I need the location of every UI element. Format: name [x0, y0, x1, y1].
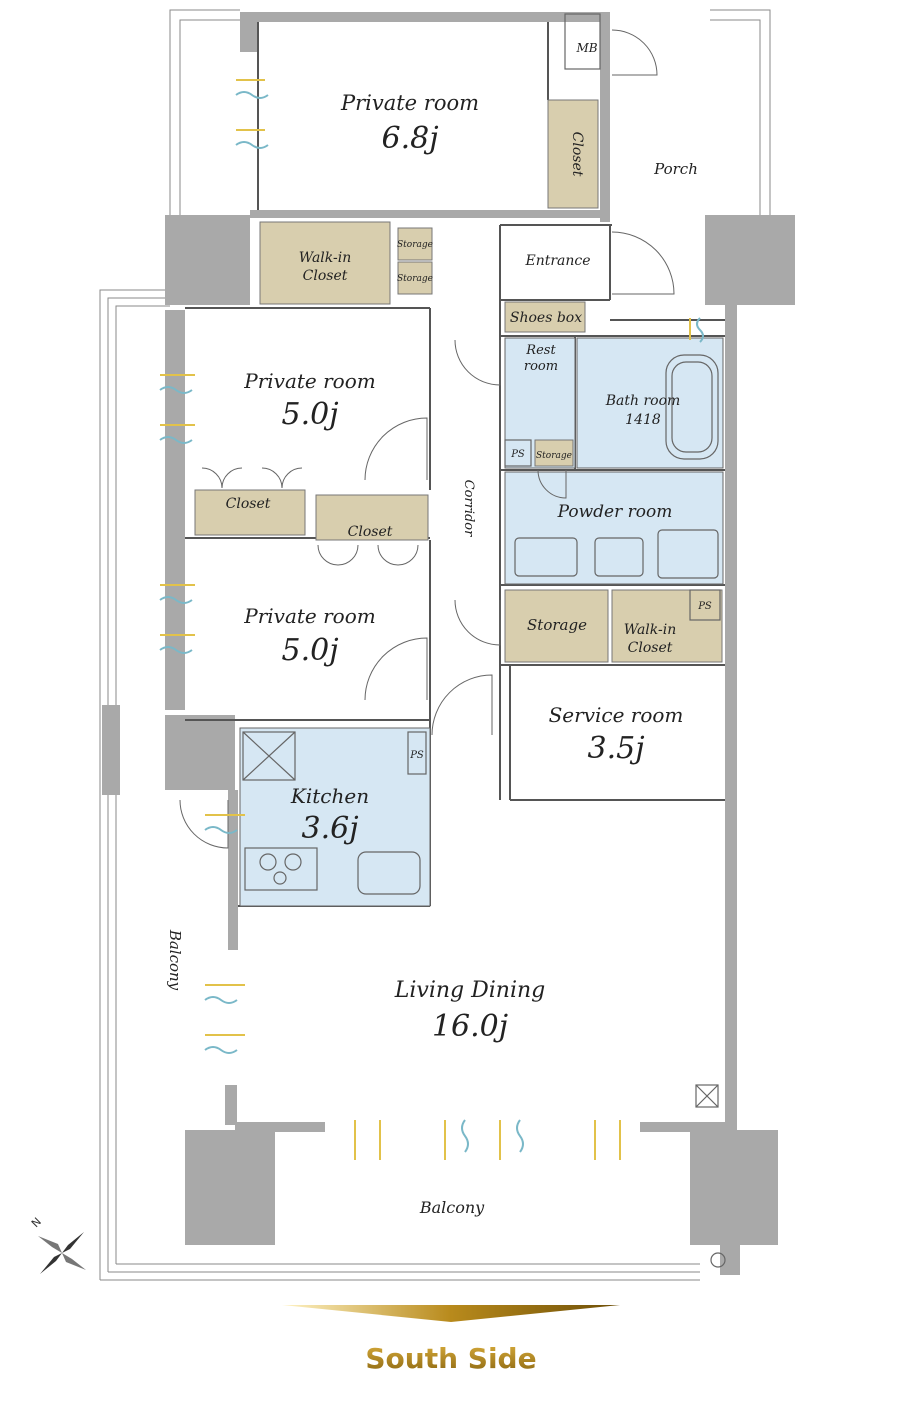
ps-3-label: PS: [409, 750, 424, 761]
walkin-closet-2-line1: Walk-in: [624, 622, 676, 638]
south-side-label: South Side: [365, 1342, 536, 1375]
walkin-closet-1-line2: Closet: [303, 268, 348, 284]
doors: [179, 29, 675, 849]
powder-room-label: Powder room: [557, 502, 673, 522]
service-room-label: Service room: [549, 703, 684, 727]
corridor-label: Corridor: [461, 480, 476, 538]
shoes-box-label: Shoes box: [510, 310, 582, 326]
storage-small-2-label: Storage: [397, 274, 433, 284]
bath-room-line2: 1418: [625, 412, 661, 428]
compass-icon: N: [29, 1215, 86, 1274]
fixtures: [242, 13, 726, 1268]
ps-2-label: PS: [697, 601, 712, 612]
private-room-top-size: 6.8j: [381, 121, 438, 156]
balcony-south-label: Balcony: [419, 1198, 485, 1217]
storage-areas: [194, 99, 723, 663]
rest-room-line2: room: [524, 359, 558, 374]
bath-room-line1: Bath room: [605, 393, 681, 409]
closet-mid-label: Closet: [348, 524, 393, 540]
entrance-label: Entrance: [524, 253, 590, 269]
walkin-closet-1-line1: Walk-in: [299, 250, 351, 266]
private-room-2-label: Private room: [243, 369, 375, 393]
storage-small-1-label: Storage: [397, 240, 433, 250]
airflow-icon: [159, 79, 704, 1160]
service-room-size: 3.5j: [587, 731, 644, 766]
porch-label: Porch: [653, 160, 698, 178]
closet-top-label: Closet: [569, 132, 585, 177]
storage-large-label: Storage: [527, 616, 587, 634]
rest-room-line1: Rest: [525, 343, 556, 358]
mb-label: MB: [575, 41, 597, 55]
walkin-closet-2-line2: Closet: [628, 640, 673, 656]
walls: [102, 12, 795, 1275]
ps-1-label: PS: [510, 449, 525, 460]
storage-rest-label: Storage: [536, 451, 572, 461]
balcony-outline: [99, 9, 771, 1281]
private-room-top-label: Private room: [340, 91, 479, 115]
kitchen-label: Kitchen: [290, 784, 369, 808]
private-room-3-label: Private room: [243, 604, 375, 628]
balcony-west-label: Balcony: [166, 929, 184, 991]
room-labels: Private room 6.8j Closet MB Porch Walk-i…: [166, 41, 712, 1217]
closet-left-label: Closet: [226, 496, 271, 512]
south-arrow-icon: [282, 1305, 620, 1322]
living-dining-size: 16.0j: [432, 1009, 508, 1044]
living-dining-label: Living Dining: [394, 978, 546, 1003]
private-room-3-size: 5.0j: [281, 633, 338, 668]
compass-north-label: N: [29, 1215, 44, 1230]
private-room-2-size: 5.0j: [281, 397, 338, 432]
south-side-marker: South Side: [282, 1305, 620, 1375]
kitchen-size: 3.6j: [301, 811, 358, 846]
